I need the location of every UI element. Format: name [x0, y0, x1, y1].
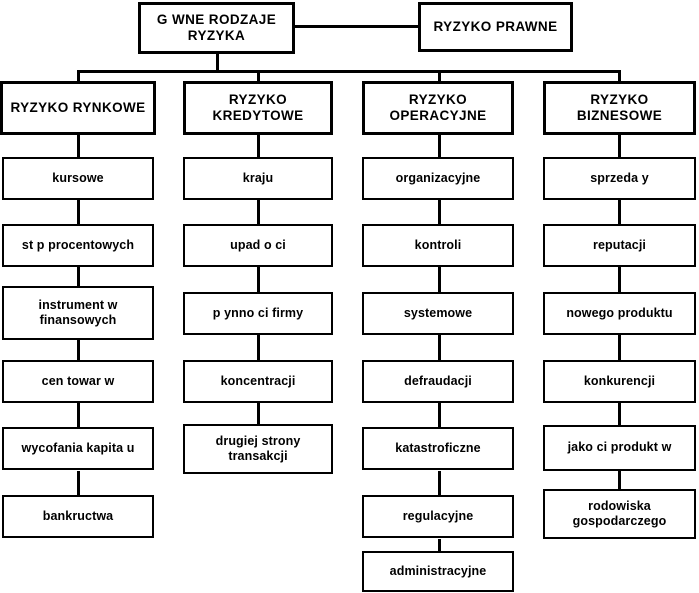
node-operational-item-5-label: katastroficzne	[395, 440, 481, 455]
node-credit-item-2-label: upad o ci	[230, 237, 286, 252]
node-legal-risk: RYZYKO PRAWNE	[418, 2, 573, 52]
node-credit-item-1-label: kraju	[242, 170, 274, 185]
connector-title-to-side-node	[294, 25, 420, 28]
connector-col-4-chain-1	[618, 134, 621, 159]
node-market-item-6-label: bankructwa	[42, 508, 114, 523]
connector-col-1-chain-5	[77, 403, 80, 428]
node-credit-item-5: drugiej strony transakcji	[183, 424, 333, 474]
node-market-item-1-label: kursowe	[52, 170, 104, 185]
connector-col-1-chain-2	[77, 199, 80, 224]
connector-bus-to-col-2	[257, 70, 260, 82]
node-operational-item-5: katastroficzne	[362, 427, 514, 470]
node-business-item-3-label: nowego produktu	[566, 305, 673, 320]
node-credit-item-3: p ynno ci firmy	[183, 292, 333, 335]
node-credit-item-1: kraju	[183, 157, 333, 200]
connector-col-1-chain-1	[77, 134, 80, 159]
node-operational-item-3: systemowe	[362, 292, 514, 335]
node-credit-item-4: koncentracji	[183, 360, 333, 403]
connector-bus-to-col-1	[77, 70, 80, 82]
connector-col-3-chain-6	[438, 471, 441, 496]
node-business-item-2: reputacji	[543, 224, 696, 267]
connector-col-1-chain-6	[77, 471, 80, 496]
node-business-item-2-label: reputacji	[593, 237, 646, 252]
node-market-item-5-label: wycofania kapita u	[21, 440, 135, 455]
connector-col-3-chain-3	[438, 267, 441, 292]
node-business-item-1: sprzeda y	[543, 157, 696, 200]
node-operational-item-1: organizacyjne	[362, 157, 514, 200]
node-operational-item-1-label: organizacyjne	[395, 170, 481, 185]
connector-bus-to-col-4	[618, 70, 621, 82]
node-market-item-2: st p procentowych	[2, 224, 154, 267]
connector-col-4-chain-6	[618, 471, 621, 489]
node-legal-risk-label: RYZYKO PRAWNE	[433, 18, 558, 34]
node-operational-item-4-label: defraudacji	[404, 373, 472, 388]
node-credit-item-5-label: drugiej strony transakcji	[215, 433, 301, 463]
connector-bus-to-col-3	[438, 70, 441, 82]
node-header-credit-risk: RYZYKO KREDYTOWE	[183, 81, 333, 135]
node-header-market-risk: RYZYKO RYNKOWE	[0, 81, 156, 135]
node-operational-item-7: administracyjne	[362, 551, 514, 592]
connector-col-2-chain-2	[257, 199, 260, 224]
connector-distribution-bus	[77, 70, 620, 73]
node-business-item-4-label: konkurencji	[583, 373, 656, 388]
connector-col-2-chain-5	[257, 403, 260, 425]
connector-col-4-chain-2	[618, 199, 621, 224]
node-operational-item-2: kontroli	[362, 224, 514, 267]
node-business-item-4: konkurencji	[543, 360, 696, 403]
connector-col-4-chain-3	[618, 267, 621, 292]
node-header-operational-risk-label: RYZYKO OPERACYJNE	[389, 91, 487, 123]
node-credit-item-4-label: koncentracji	[220, 373, 296, 388]
node-main-title: G WNE RODZAJE RYZYKA	[138, 2, 295, 54]
connector-col-1-chain-3	[77, 267, 80, 288]
node-operational-item-2-label: kontroli	[414, 237, 462, 252]
node-business-item-1-label: sprzeda y	[590, 170, 649, 185]
node-business-item-6: rodowiska gospodarczego	[543, 489, 696, 539]
node-market-item-5: wycofania kapita u	[2, 427, 154, 470]
connector-col-3-chain-1	[438, 134, 441, 159]
node-business-item-5: jako ci produkt w	[543, 425, 696, 471]
connector-col-1-chain-4	[77, 339, 80, 361]
node-market-item-4-label: cen towar w	[41, 373, 115, 388]
node-header-credit-risk-label: RYZYKO KREDYTOWE	[212, 91, 304, 123]
connector-col-3-chain-4	[438, 335, 441, 360]
node-operational-item-3-label: systemowe	[403, 305, 473, 320]
node-market-item-1: kursowe	[2, 157, 154, 200]
node-market-item-6: bankructwa	[2, 495, 154, 538]
node-main-title-label: G WNE RODZAJE RYZYKA	[156, 11, 277, 43]
connector-col-3-chain-7	[438, 539, 441, 553]
node-market-item-4: cen towar w	[2, 360, 154, 403]
connector-col-4-chain-5	[618, 403, 621, 425]
node-credit-item-2: upad o ci	[183, 224, 333, 267]
node-business-item-5-label: jako ci produkt w	[567, 440, 672, 455]
connector-col-2-chain-1	[257, 134, 260, 159]
connector-col-4-chain-4	[618, 335, 621, 360]
node-operational-item-6: regulacyjne	[362, 495, 514, 538]
node-operational-item-7-label: administracyjne	[389, 563, 487, 578]
connector-col-3-chain-5	[438, 403, 441, 428]
node-header-market-risk-label: RYZYKO RYNKOWE	[10, 99, 146, 115]
node-operational-item-6-label: regulacyjne	[402, 508, 474, 523]
connector-col-2-chain-3	[257, 267, 260, 292]
node-market-item-2-label: st p procentowych	[21, 237, 135, 252]
node-header-business-risk: RYZYKO BIZNESOWE	[543, 81, 696, 135]
node-header-business-risk-label: RYZYKO BIZNESOWE	[576, 91, 663, 123]
connector-col-3-chain-2	[438, 199, 441, 224]
connector-col-2-chain-4	[257, 335, 260, 360]
node-business-item-3: nowego produktu	[543, 292, 696, 335]
node-market-item-3: instrument w finansowych	[2, 286, 154, 340]
node-business-item-6-label: rodowiska gospodarczego	[572, 498, 667, 528]
node-header-operational-risk: RYZYKO OPERACYJNE	[362, 81, 514, 135]
node-market-item-3-label: instrument w finansowych	[38, 297, 118, 327]
node-credit-item-3-label: p ynno ci firmy	[212, 305, 304, 320]
node-operational-item-4: defraudacji	[362, 360, 514, 403]
connector-title-to-bus	[216, 53, 219, 72]
